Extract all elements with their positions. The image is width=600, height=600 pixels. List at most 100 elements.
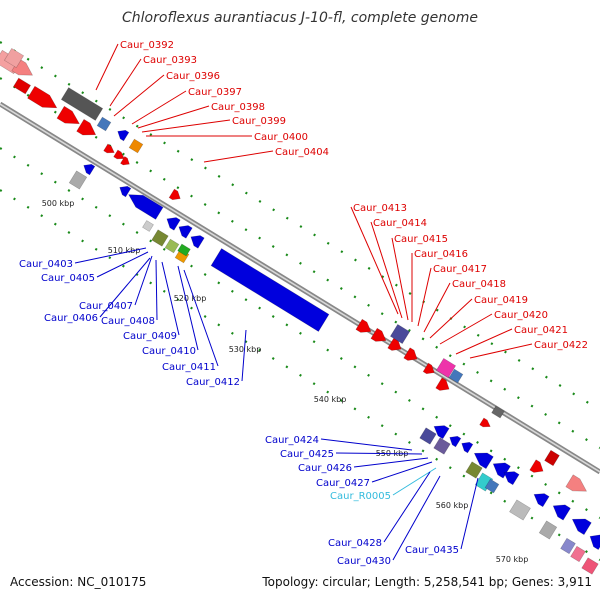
- forward-gene-label-leader: [370, 221, 403, 319]
- reverse-gene-arrow: [492, 462, 511, 479]
- reverse-gene-label-leader: [320, 438, 413, 451]
- reverse-gene-label: Caur_0430: [337, 556, 391, 567]
- reverse-gene-label: Caur_0424: [265, 435, 319, 446]
- kbp-tick-label: 560 kbp: [436, 501, 469, 510]
- reverse-gene-arrow: [503, 471, 520, 486]
- forward-gene-label-leader: [109, 58, 142, 107]
- forward-gene-label: Caur_0399: [232, 116, 286, 127]
- reverse-gene-label-leader: [392, 475, 441, 561]
- reverse-gene-label: Caur_R0005: [330, 491, 391, 502]
- reverse-gene-label-leader: [392, 467, 437, 496]
- forward-gene-arrow: [120, 156, 130, 166]
- feature-block: [389, 323, 411, 345]
- feature-block: [3, 47, 25, 69]
- reverse-gene-arrow: [533, 493, 550, 508]
- reverse-gene-arrow: [83, 163, 96, 176]
- reverse-gene-arrow: [589, 534, 600, 551]
- reverse-gene-label: Caur_0428: [328, 538, 382, 549]
- reverse-gene-label-leader: [353, 457, 429, 468]
- forward-gene-label-leader: [113, 74, 165, 117]
- reverse-gene-label-leader: [460, 477, 479, 550]
- reverse-gene-label-leader: [161, 261, 180, 336]
- reverse-gene-arrow: [552, 504, 571, 521]
- forward-gene-label: Caur_0404: [275, 147, 329, 158]
- forward-gene-label-leader: [439, 313, 493, 345]
- feature-block: [484, 478, 500, 494]
- forward-gene-label: Caur_0393: [143, 55, 197, 66]
- reverse-gene-arrow: [571, 518, 592, 536]
- guide-line-outer-1: [0, 41, 600, 411]
- reverse-gene-label-leader: [134, 255, 153, 306]
- forward-gene-label: Caur_0422: [534, 340, 588, 351]
- feature-block: [142, 220, 154, 232]
- forward-gene-label: Caur_0421: [514, 325, 568, 336]
- reverse-gene-label: Caur_0426: [298, 463, 352, 474]
- forward-gene-label: Caur_0398: [211, 102, 265, 113]
- reverse-gene-label: Caur_0427: [316, 478, 370, 489]
- forward-gene-label-leader: [429, 298, 473, 339]
- forward-gene-label-leader: [469, 343, 533, 359]
- feature-block: [96, 116, 112, 132]
- feature-block: [491, 405, 505, 419]
- forward-gene-label-leader: [455, 328, 513, 355]
- reverse-gene-arrow: [117, 129, 130, 142]
- reverse-gene-label-leader: [155, 259, 158, 321]
- forward-gene-label-leader: [423, 282, 451, 333]
- forward-gene-arrow: [168, 188, 181, 201]
- reverse-gene-label: Caur_0407: [79, 301, 133, 312]
- feature-block: [151, 229, 169, 247]
- forward-gene-arrow: [529, 459, 544, 473]
- forward-gene-arrow: [103, 143, 115, 154]
- accession-text: Accession: NC_010175: [10, 575, 147, 589]
- forward-gene-arrow: [422, 362, 435, 375]
- forward-gene-label-leader: [141, 119, 231, 133]
- forward-gene-label: Caur_0418: [452, 279, 506, 290]
- feature-block: [570, 545, 586, 563]
- guide-line-outer-2: [0, 77, 600, 449]
- kbp-tick-label: 510 kbp: [108, 246, 141, 255]
- forward-gene-label-leader: [131, 90, 187, 125]
- reverse-gene-label: Caur_0435: [405, 545, 459, 556]
- guide-line-inner-1: [0, 147, 600, 519]
- forward-gene-arrow: [355, 318, 372, 333]
- kbp-tick-label: 540 kbp: [314, 395, 347, 404]
- forward-gene-arrow: [403, 347, 418, 361]
- forward-gene-label: Caur_0414: [373, 218, 427, 229]
- reverse-gene-arrow: [128, 194, 164, 220]
- reverse-gene-label: Caur_0411: [162, 362, 216, 373]
- forward-gene-label-leader: [95, 43, 119, 91]
- reverse-gene-label: Caur_0406: [44, 313, 98, 324]
- reverse-gene-arrow: [190, 235, 205, 249]
- reverse-gene-label-leader: [183, 269, 219, 367]
- forward-gene-label: Caur_0397: [188, 87, 242, 98]
- reverse-gene-label-leader: [177, 265, 199, 351]
- genome-summary-text: Topology: circular; Length: 5,258,541 bp…: [262, 575, 592, 589]
- forward-gene-arrow: [370, 327, 387, 342]
- reverse-gene-label: Caur_0412: [186, 377, 240, 388]
- forward-gene-arrow: [435, 377, 450, 391]
- reverse-gene-label: Caur_0408: [101, 316, 155, 327]
- forward-gene-arrow: [76, 118, 97, 136]
- feature-block: [68, 170, 88, 190]
- forward-gene-label: Caur_0400: [254, 132, 308, 143]
- reverse-gene-label-leader: [96, 251, 149, 278]
- reverse-gene-label: Caur_0405: [41, 273, 95, 284]
- forward-gene-arrow: [113, 149, 125, 160]
- reverse-gene-arrow: [433, 425, 450, 440]
- kbp-tick-label: 520 kbp: [174, 294, 207, 303]
- feature-block: [448, 368, 464, 384]
- feature-block: [164, 238, 180, 254]
- forward-gene-arrow: [565, 474, 588, 492]
- feature-block: [435, 357, 457, 379]
- reverse-gene-arrow: [461, 441, 474, 454]
- reverse-gene-label: Caur_0410: [142, 346, 196, 357]
- feature-block: [465, 461, 483, 479]
- forward-gene-label: Caur_0392: [120, 40, 174, 51]
- forward-gene-label: Caur_0416: [414, 249, 468, 260]
- forward-gene-label-leader: [350, 206, 399, 315]
- forward-gene-label: Caur_0415: [394, 234, 448, 245]
- forward-gene-arrow: [479, 417, 491, 428]
- forward-gene-label: Caur_0417: [433, 264, 487, 275]
- feature-block: [177, 243, 191, 257]
- forward-gene-arrow: [27, 85, 58, 109]
